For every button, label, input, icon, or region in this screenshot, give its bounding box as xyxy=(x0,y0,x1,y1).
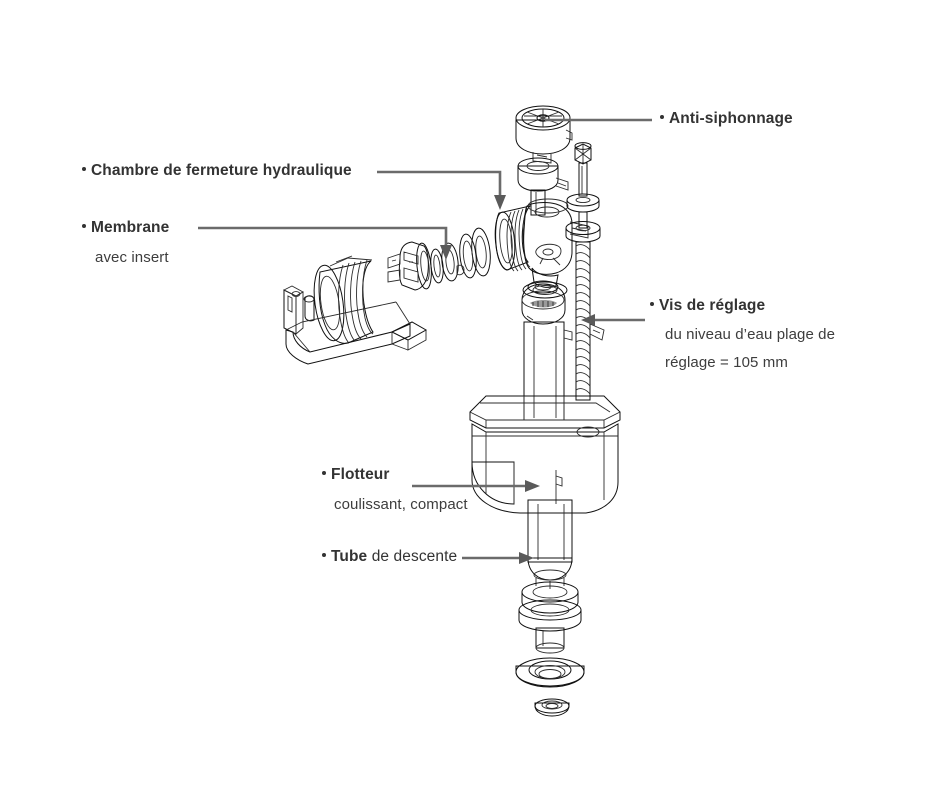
part-valve-body xyxy=(522,198,589,299)
part-membrane-insert xyxy=(430,227,491,284)
bullet-icon xyxy=(650,302,654,307)
leader-vis-de-reglage xyxy=(581,314,645,326)
part-anti-siphon-cap xyxy=(515,105,573,164)
part-closure-chamber-ring xyxy=(494,205,532,272)
part-float xyxy=(469,395,621,514)
callout-anti-siphonnage: Anti-siphonnage xyxy=(660,111,793,127)
callout-vis-subtitle-line1: du niveau d’eau plage de xyxy=(665,326,836,343)
callout-tube-title: Tube xyxy=(331,548,368,565)
callout-tube-de-descente: Tube de descente xyxy=(322,549,457,565)
bullet-icon xyxy=(660,115,664,120)
callout-tube-title-suffix: de descente xyxy=(367,548,458,565)
callout-flotteur-subtitle: coulissant, compact xyxy=(334,496,468,513)
leader-tube-de-descente xyxy=(462,552,534,564)
part-insert-carrier xyxy=(387,241,432,291)
callout-anti-siphonnage-title: Anti-siphonnage xyxy=(669,110,793,127)
part-knurled-nut xyxy=(303,255,374,344)
callout-flotteur-title: Flotteur xyxy=(331,466,390,483)
callout-membrane-subtitle: avec insert xyxy=(95,249,169,266)
callout-membrane: Membrane xyxy=(82,220,169,236)
callout-chambre-de-fermeture-hydraulique: Chambre de fermeture hydraulique xyxy=(82,163,352,179)
leader-membrane xyxy=(198,226,452,260)
part-mounting-bracket xyxy=(282,285,428,365)
callout-vis-subtitle-line2: réglage = 105 mm xyxy=(665,354,788,371)
bullet-icon xyxy=(322,471,326,476)
callout-membrane-title: Membrane xyxy=(91,219,170,236)
part-lock-nut-stack xyxy=(518,581,582,654)
bullet-icon xyxy=(82,224,86,229)
part-valve-head xyxy=(517,157,569,216)
callout-chambre-title: Chambre de fermeture hydraulique xyxy=(91,162,352,179)
leader-flotteur xyxy=(412,480,540,492)
part-small-seal-ring xyxy=(534,698,570,717)
bullet-icon xyxy=(82,167,86,172)
callout-vis-de-reglage: Vis de réglage xyxy=(650,298,765,314)
part-adjust-screw xyxy=(565,142,605,401)
part-flange-washer xyxy=(515,657,585,688)
leader-chambre xyxy=(377,170,506,210)
bullet-icon xyxy=(322,553,326,558)
part-downpipe xyxy=(527,499,573,589)
callout-vis-title: Vis de réglage xyxy=(659,297,766,314)
callout-flotteur: Flotteur xyxy=(322,467,390,483)
part-body-cylinder xyxy=(521,280,573,421)
